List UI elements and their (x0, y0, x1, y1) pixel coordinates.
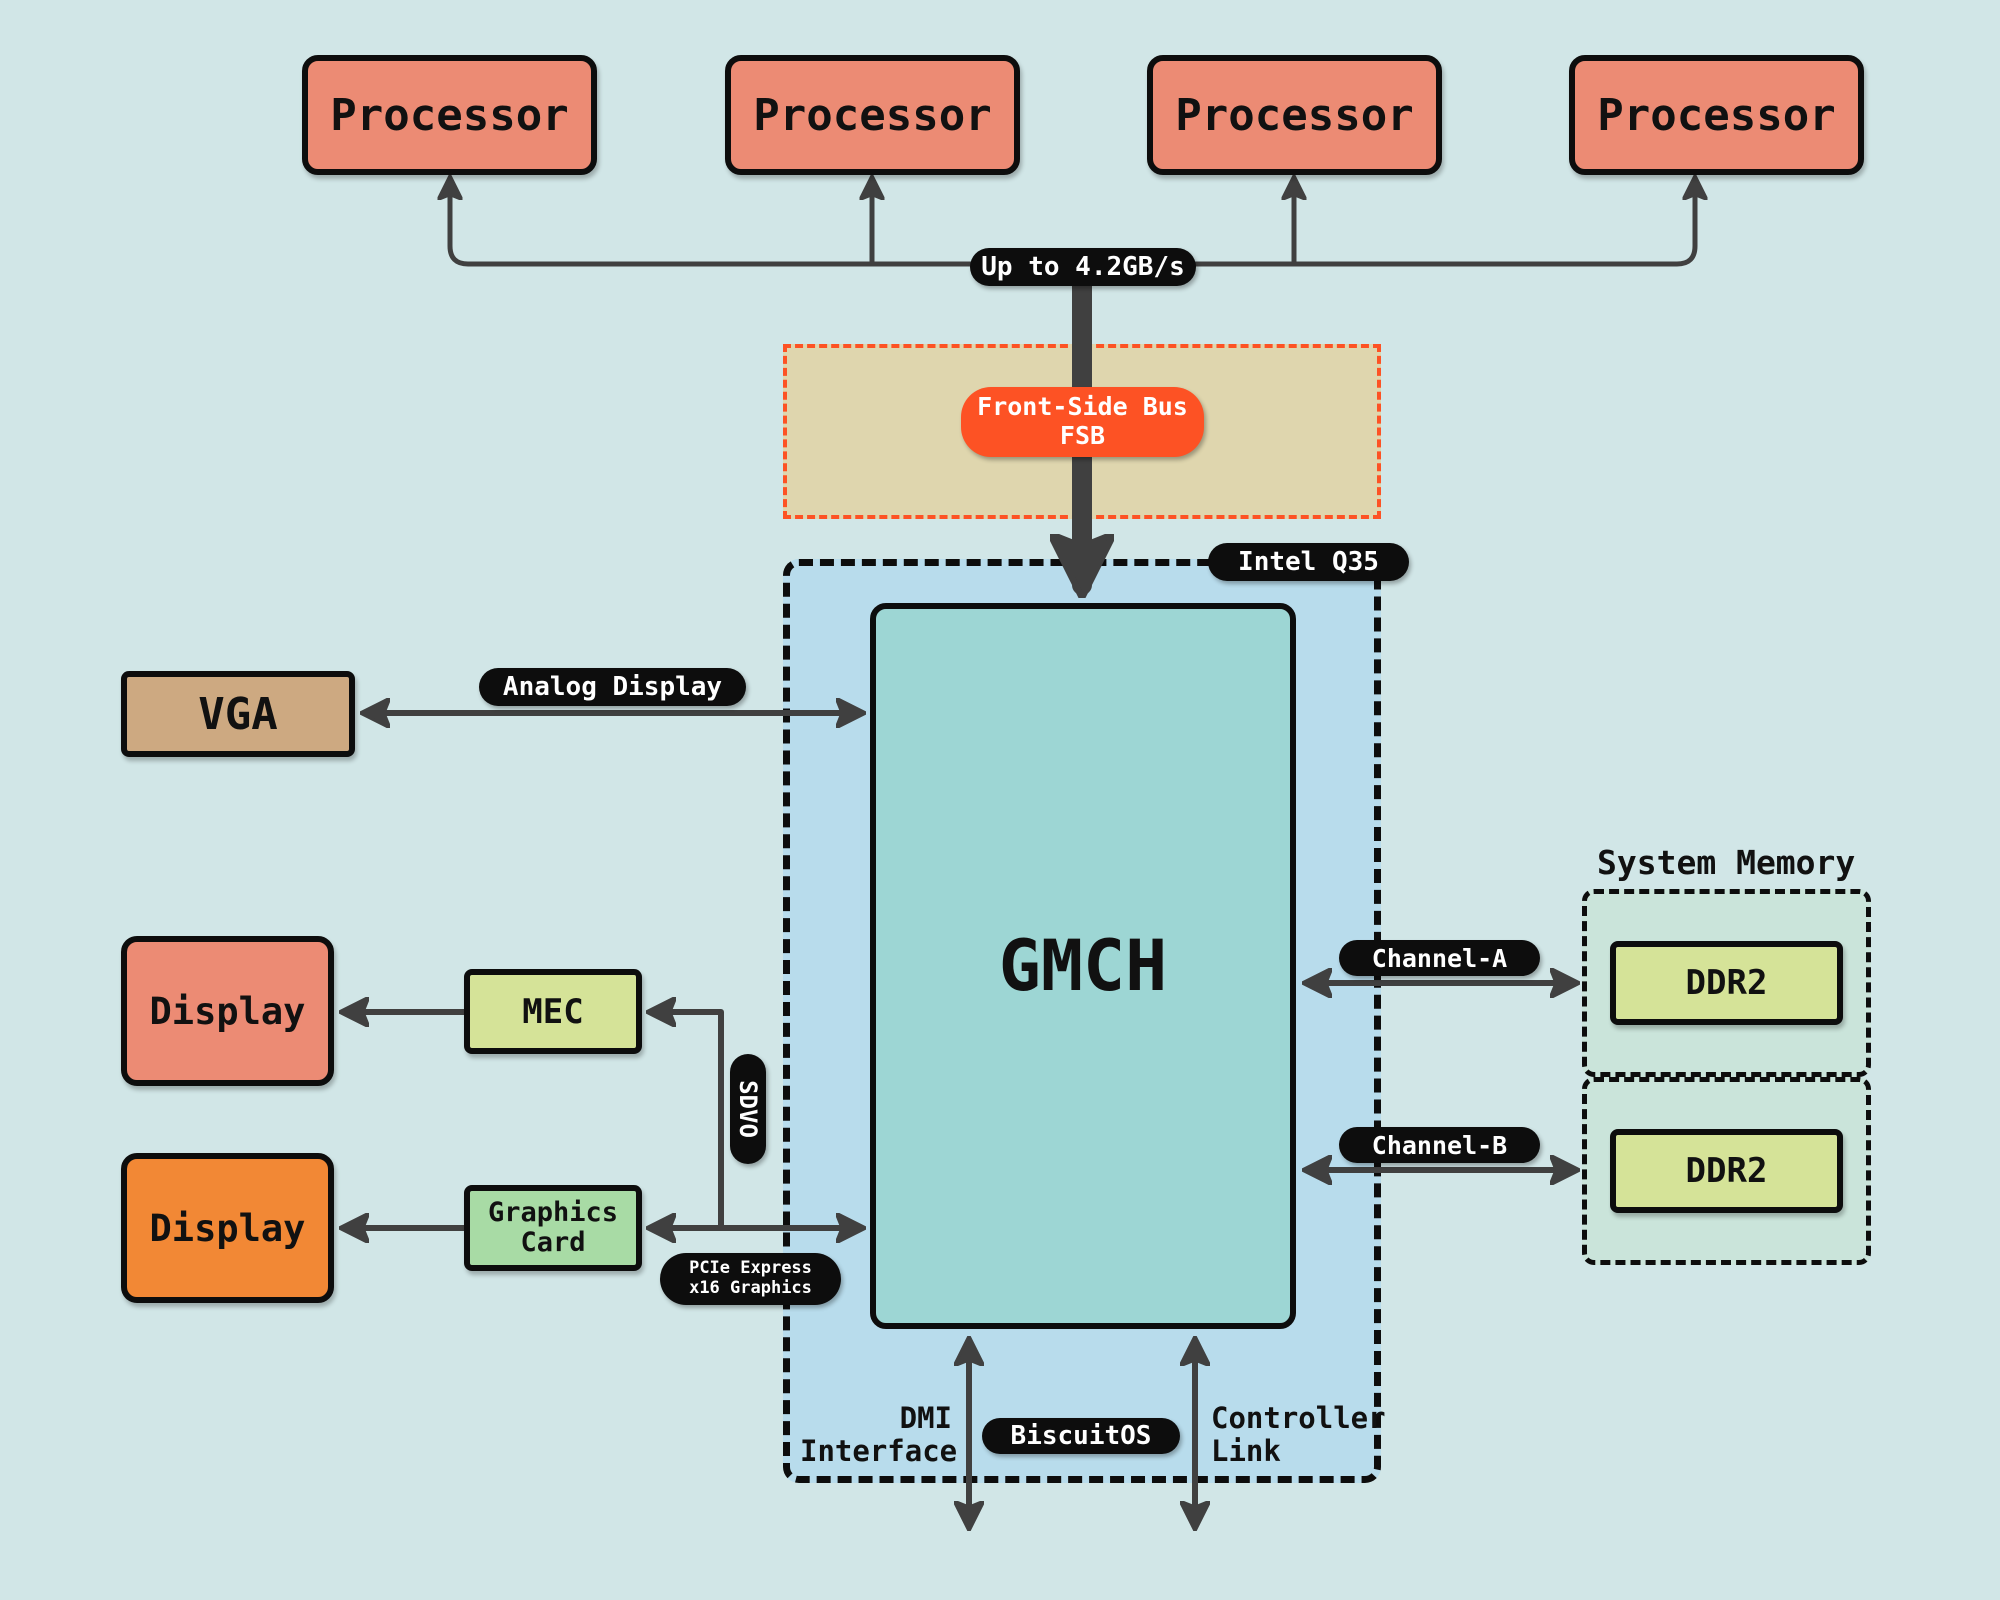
display-1[interactable]: Display (121, 936, 334, 1086)
processor-3[interactable]: Processor (1147, 55, 1442, 175)
fsb-label: Front-Side Bus FSB (961, 387, 1204, 457)
channel-a-label: Channel-A (1339, 940, 1540, 976)
chipset-label: Intel Q35 (1208, 543, 1409, 581)
dmi-interface-label: DMI Interface (800, 1401, 958, 1469)
ddr2-b-label: DDR2 (1685, 1151, 1768, 1191)
gmch-label: GMCH (998, 925, 1168, 1007)
display-2-label: Display (149, 1206, 306, 1250)
display-2[interactable]: Display (121, 1153, 334, 1303)
processor-2[interactable]: Processor (725, 55, 1020, 175)
processor-3-label: Processor (1175, 89, 1414, 141)
ddr2-module-b[interactable]: DDR2 (1610, 1129, 1843, 1213)
gmch-block[interactable]: GMCH (870, 603, 1296, 1329)
processor-2-label: Processor (753, 89, 992, 141)
sdvo-label-text: SDVO (734, 1080, 763, 1138)
mec-label: MEC (522, 991, 584, 1032)
bus-bandwidth-label: Up to 4.2GB/s (970, 248, 1196, 286)
ddr2-a-label: DDR2 (1685, 963, 1768, 1003)
display-1-label: Display (149, 989, 306, 1033)
processor-4[interactable]: Processor (1569, 55, 1864, 175)
ddr2-module-a[interactable]: DDR2 (1610, 941, 1843, 1025)
channel-b-label: Channel-B (1339, 1127, 1540, 1163)
processor-1[interactable]: Processor (302, 55, 597, 175)
biscuitos-label: BiscuitOS (982, 1418, 1180, 1454)
system-memory-title: System Memory (1597, 843, 1856, 882)
analog-display-label: Analog Display (479, 668, 746, 706)
processor-4-label: Processor (1597, 89, 1836, 141)
vga-label: VGA (198, 688, 278, 740)
sdvo-link (652, 1012, 724, 1231)
bus-to-processor-3 (1079, 180, 1695, 267)
bus-to-processor-1 (450, 180, 1085, 267)
mec-block[interactable]: MEC (464, 969, 642, 1054)
graphics-card-block[interactable]: Graphics Card (464, 1185, 642, 1271)
controller-link-label: Controller Link (1211, 1401, 1386, 1469)
vga-block[interactable]: VGA (121, 671, 355, 757)
graphics-card-label: Graphics Card (487, 1197, 619, 1258)
pcie-label: PCIe Express x16 Graphics (660, 1253, 841, 1305)
sdvo-label: SDVO (730, 1054, 766, 1164)
processor-1-label: Processor (330, 89, 569, 141)
